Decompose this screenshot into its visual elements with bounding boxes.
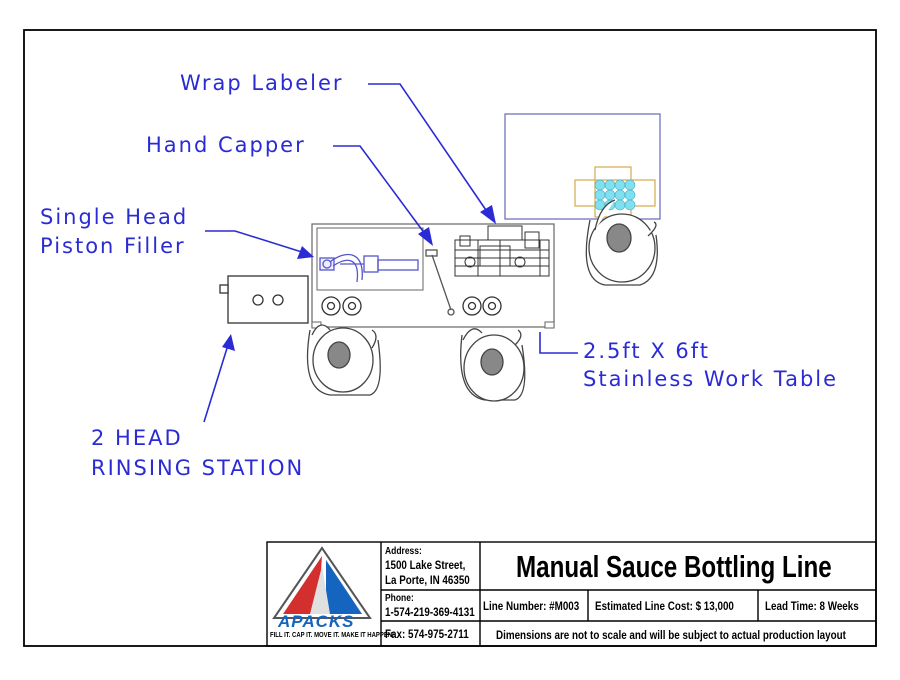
callout-work-table-line1: 2.5ft X 6ft (583, 339, 711, 363)
callout-piston-filler-line2: Piston Filler (40, 234, 186, 258)
piston-filler (319, 254, 419, 283)
phone-number: 1-574-219-369-4131 (385, 605, 475, 619)
callout-rinsing-line2: RINSING STATION (91, 456, 305, 480)
title-block-frame (266, 541, 877, 647)
leader-rinsing-station (203, 344, 229, 423)
line-number: Line Number: #M003 (483, 599, 580, 613)
piston-filler-outline (316, 227, 424, 291)
leader-wrap-labeler (368, 83, 491, 217)
work-table-leg-right (544, 321, 555, 329)
apacks-logo (272, 546, 372, 619)
callout-work-table-line2: Stainless Work Table (583, 367, 839, 391)
leader-piston-filler (205, 230, 306, 254)
callout-wrap-labeler: Wrap Labeler (180, 71, 344, 95)
disclaimer: Dimensions are not to scale and will be … (496, 628, 846, 642)
staging-table (504, 113, 661, 220)
logo-tagline: FILL IT. CAP IT. MOVE IT. MAKE IT HAPPEN… (270, 632, 395, 639)
arrowhead-rinsing-station (222, 334, 235, 351)
work-table (311, 223, 555, 328)
operator-filler (306, 324, 381, 396)
arrowhead-piston-filler (297, 246, 314, 259)
operator-labeler (585, 199, 658, 286)
hand-capper (425, 249, 455, 316)
wrap-labeler (454, 225, 550, 277)
bottles-on-table (321, 296, 502, 316)
address-line1: 1500 Lake Street, (385, 558, 466, 572)
address-label: Address: (385, 546, 422, 557)
phone-label: Phone: (385, 593, 414, 604)
logo-wordmark: APACKS (278, 612, 355, 631)
estimated-cost: Estimated Line Cost: $ 13,000 (595, 599, 734, 613)
operator-capper (460, 328, 526, 402)
leader-hand-capper (333, 145, 429, 239)
callout-rinsing-line1: 2 HEAD (91, 426, 183, 450)
arrowhead-wrap-labeler (480, 205, 496, 224)
rinsing-station (219, 275, 309, 324)
address-line2: La Porte, IN 46350 (385, 573, 470, 587)
arrowhead-hand-capper (418, 227, 433, 246)
callout-piston-filler-line1: Single Head (40, 205, 189, 229)
lead-time: Lead Time: 8 Weeks (765, 599, 859, 613)
drawing-title: Manual Sauce Bottling Line (516, 549, 832, 584)
leader-work-table (539, 332, 578, 354)
fax-number: Fax: 574-975-2711 (385, 627, 469, 641)
callout-hand-capper: Hand Capper (146, 133, 306, 157)
